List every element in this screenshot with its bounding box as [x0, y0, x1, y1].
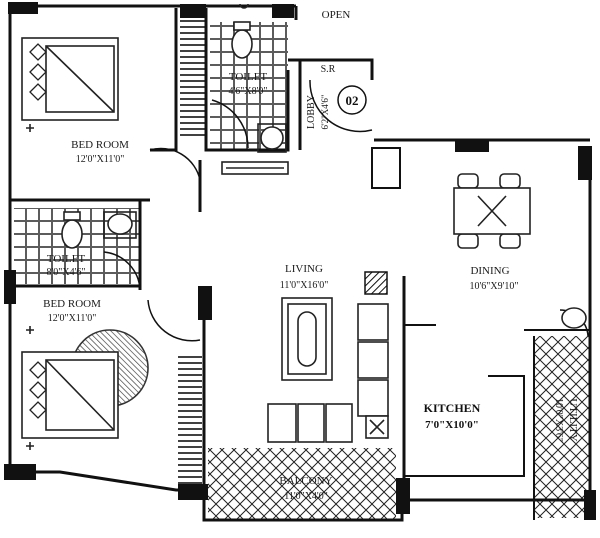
door-swings — [103, 79, 589, 342]
door-entry — [309, 79, 373, 133]
toilet2-name: TOILET — [47, 253, 86, 265]
balcony-size: 11'0"X4'0" — [284, 491, 328, 502]
toilet-2-fixtures — [61, 211, 137, 249]
bed2-name: BED ROOM — [43, 298, 101, 310]
utility-size: 10'0"X3'6" — [553, 398, 564, 442]
wardrobe-2 — [178, 355, 202, 485]
dining-table — [453, 173, 531, 249]
toilet1-size: 4'6"X8'0" — [229, 86, 268, 97]
wall-toilet1 — [204, 8, 290, 152]
dining-name: DINING — [470, 265, 509, 277]
kitchen-size: 7'0"X10'0" — [425, 419, 479, 431]
toilet-1-fixtures — [221, 3, 289, 175]
utility-name: UTILITY — [567, 398, 579, 441]
utility-sink — [561, 307, 587, 329]
wall-bed1-right — [150, 8, 178, 152]
bed1-name: BED ROOM — [71, 139, 129, 151]
open-label: OPEN — [322, 9, 351, 21]
wall-sr-top — [288, 58, 374, 80]
toilet2-size: 8'0"X4'6" — [47, 267, 86, 278]
bed1-size: 12'0"X11'0" — [76, 154, 125, 165]
dining-size: 10'6"X9'10" — [470, 281, 519, 292]
balcony-name: BALCONY — [279, 475, 332, 487]
sr-label: S.R — [321, 64, 336, 75]
door-bed1 — [149, 147, 201, 181]
unit-number-circle — [337, 85, 367, 115]
bed-2 — [21, 326, 149, 450]
dining-column — [371, 147, 401, 189]
door-bed2 — [147, 299, 201, 342]
tv-unit — [364, 271, 388, 295]
utility-floor — [535, 336, 591, 518]
bed-1 — [21, 37, 119, 132]
lobby-size: 6'2"X4'6" — [320, 94, 330, 129]
door-toilet1 — [211, 99, 249, 149]
kitchen-counter — [404, 375, 525, 477]
living-furniture — [267, 297, 389, 443]
bed2-size: 12'0"X11'0" — [48, 313, 97, 324]
labels: BED ROOM 12'0"X11'0" TOILET 4'6"X8'0" OP… — [43, 9, 579, 502]
living-size: 11'0"X16'0" — [280, 280, 329, 291]
columns — [4, 2, 596, 520]
living-name: LIVING — [285, 263, 323, 275]
toilet1-name: TOILET — [229, 71, 268, 83]
balcony-floor — [208, 448, 396, 520]
lobby-name: LOBBY — [306, 95, 317, 129]
door-toilet2 — [103, 251, 141, 291]
unit-number: 02 — [346, 93, 359, 108]
wardrobe-1 — [180, 14, 206, 140]
kitchen-name: KITCHEN — [424, 401, 481, 415]
wall-bottom-left — [10, 470, 204, 492]
